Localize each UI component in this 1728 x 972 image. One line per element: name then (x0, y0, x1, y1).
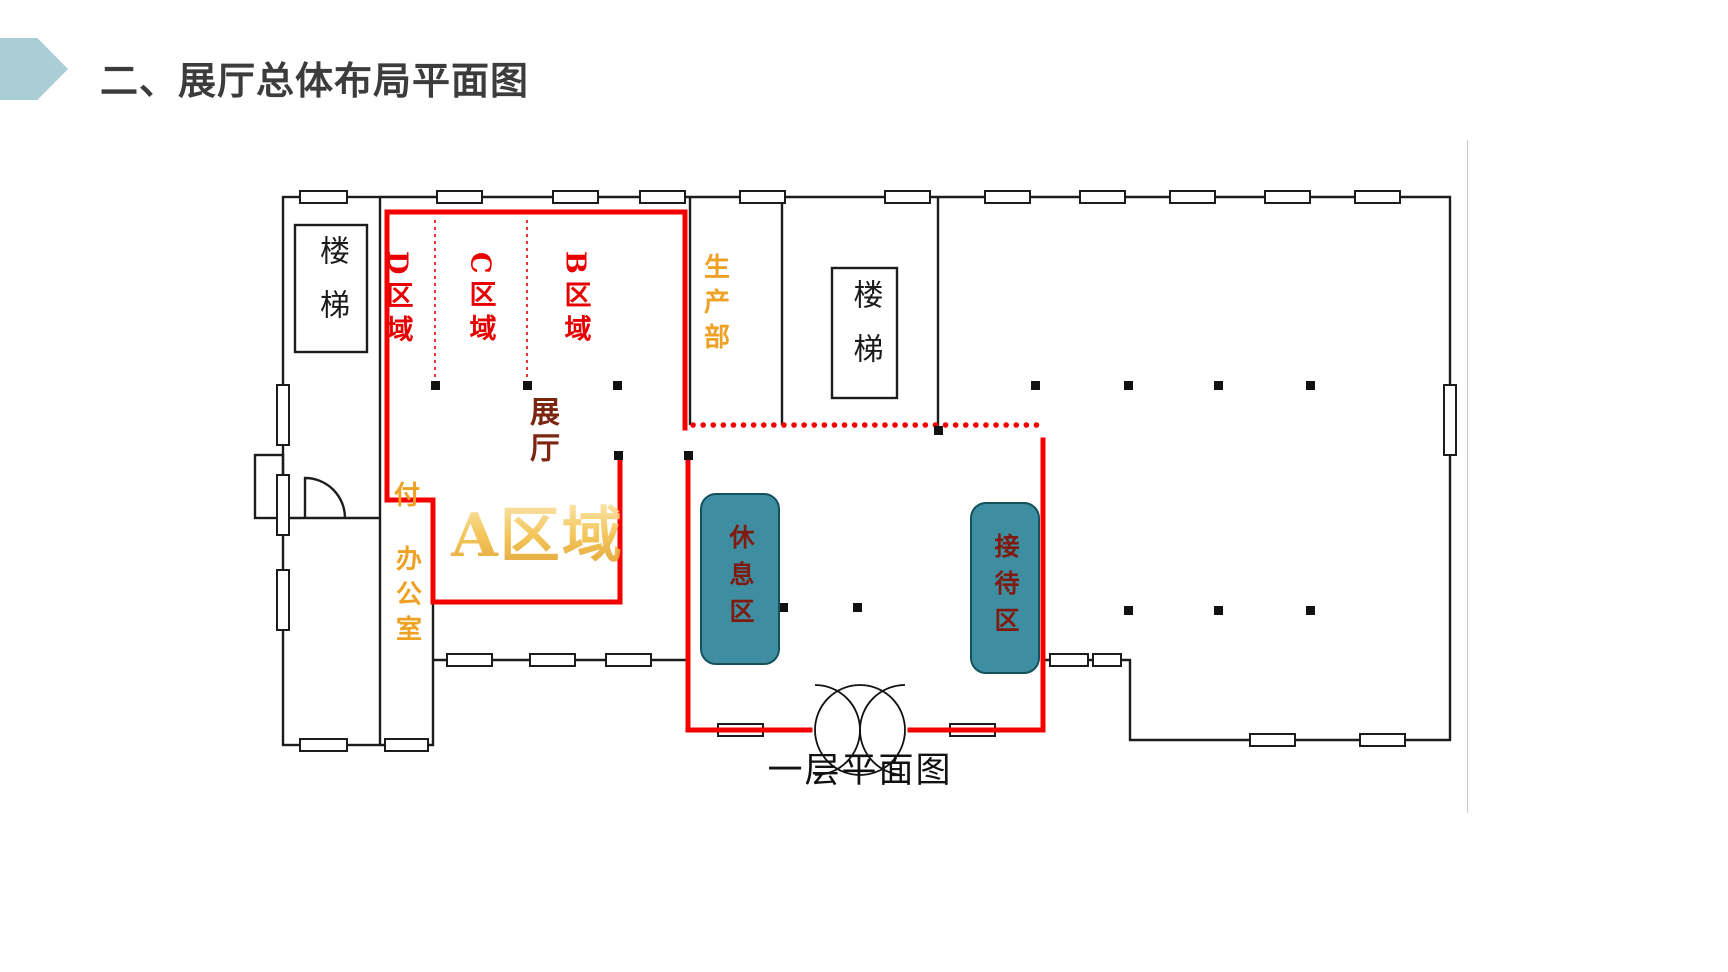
label-reception-area: 接待区 (991, 532, 1020, 644)
zone-divider-dotted-lines (434, 220, 528, 380)
floorplan-caption: 一层平面图 (767, 751, 953, 791)
floorplan-drawing (253, 190, 1457, 776)
label-zone-a: A区域 (445, 478, 630, 583)
stairs-left-room (293, 223, 369, 354)
label-annex: 付 (389, 480, 420, 516)
rest-area-box: 休息区 (700, 493, 780, 665)
exhibition-hall-label-wrap: 展厅 (518, 392, 564, 472)
office-label-wrap: 办公室 (385, 538, 429, 656)
stairs-center-label-box: 楼梯 (832, 268, 897, 398)
left-wing-door-arc (303, 476, 347, 519)
zone-d-label-wrap: D区域 (374, 240, 420, 360)
entrance-door-symbol (814, 684, 906, 776)
title-accent-arrow-icon (0, 38, 68, 100)
stairs-left-label-box: 楼梯 (295, 225, 367, 352)
slide-title: 二、展厅总体布局平面图 (100, 61, 530, 103)
production-dept-label-wrap: 生产部 (693, 235, 737, 375)
red-zone-outline (384, 209, 1046, 733)
stairs-center-room (830, 266, 899, 400)
label-stairs-center: 楼梯 (847, 279, 883, 387)
column-markers (431, 381, 1315, 615)
window-openings (276, 190, 1457, 752)
zone-c-label-wrap: C区域 (457, 240, 503, 360)
content-right-border (1467, 140, 1468, 813)
label-zone-c: C区域 (464, 251, 496, 349)
label-production-dept: 生产部 (699, 252, 730, 358)
label-zone-d: D区域 (381, 250, 413, 350)
label-stairs-left: 楼梯 (314, 234, 349, 343)
zone-b-label-wrap: B区域 (552, 240, 598, 360)
reception-area-box: 接待区 (970, 502, 1040, 674)
label-exhibition-hall: 展厅 (524, 396, 559, 468)
annex-label-wrap: 付 (383, 476, 427, 520)
floorplan: 楼梯 楼梯 D区域 C区域 B区域 生产部 展厅 付 办公室 A区域 休息区 (250, 140, 1470, 830)
label-office: 办公室 (391, 544, 422, 650)
label-zone-b: B区域 (559, 251, 591, 349)
label-rest-area: 休息区 (726, 523, 755, 635)
